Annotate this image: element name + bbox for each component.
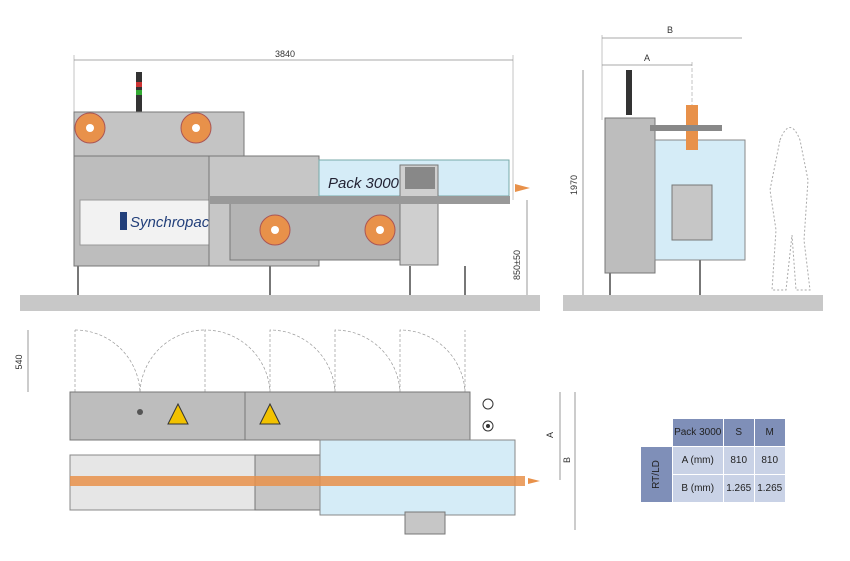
cell-s: 810	[722, 446, 755, 475]
dim-540: 540	[14, 354, 24, 369]
top-dim-b: B	[562, 457, 572, 463]
cell-m: 810	[753, 446, 786, 475]
table-row: B (mm) 1.265 1.265	[641, 474, 786, 503]
table-header-m: M	[753, 418, 786, 447]
cell-m: 1.265	[753, 474, 786, 503]
floor	[20, 295, 540, 311]
dim-1970: 1970	[569, 175, 579, 195]
row-label: A (mm)	[671, 446, 724, 475]
model-label: Pack 3000	[328, 175, 400, 192]
table-header-model: Pack 3000	[671, 418, 724, 447]
operator-silhouette	[769, 127, 811, 291]
side-view: B A 1970	[563, 25, 823, 311]
top-view: 540 A B	[14, 329, 576, 535]
flow-arrow	[515, 184, 530, 192]
front-view: 3840 850±50 Synchropack Pack 3000	[20, 49, 540, 311]
cell-s: 1.265	[722, 474, 755, 503]
dim-850: 850±50	[512, 250, 522, 280]
dim-3840: 3840	[275, 49, 295, 59]
row-label: B (mm)	[671, 474, 724, 503]
table-header-s: S	[722, 418, 755, 447]
dimensions-table: Pack 3000 S M RT/LD A (mm) 810 810 B (mm…	[640, 418, 786, 503]
top-dim-a: A	[545, 432, 555, 438]
brand-label: Synchropack	[130, 214, 218, 231]
side-dim-b: B	[667, 25, 673, 35]
side-dim-a: A	[644, 53, 650, 63]
table-row: RT/LD A (mm) 810 810	[640, 446, 786, 503]
table-group-label: RT/LD	[650, 460, 662, 489]
